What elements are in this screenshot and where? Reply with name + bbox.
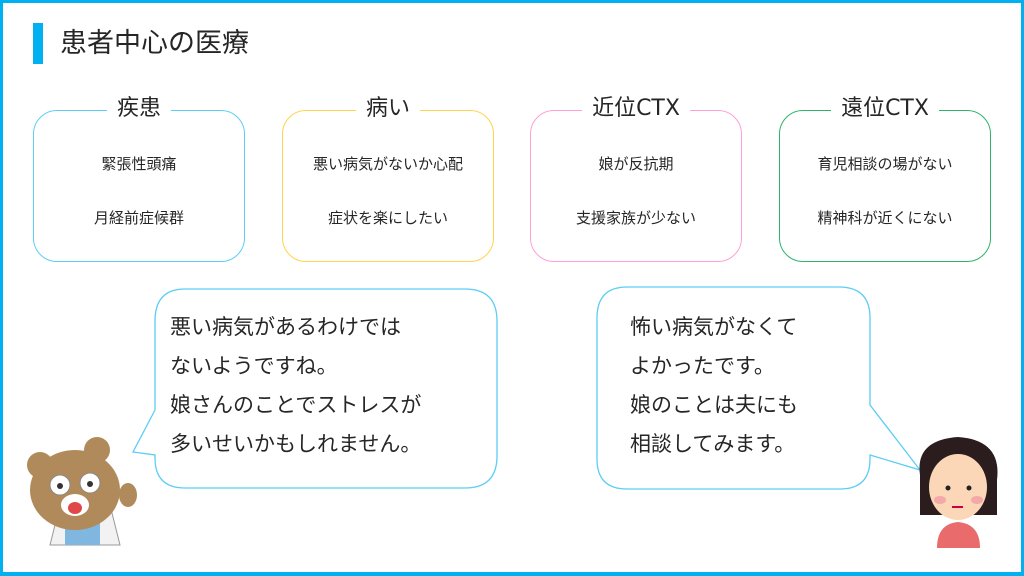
doctor-speech-bubble (131, 288, 498, 489)
speech-line: ないようですね。 (170, 354, 338, 378)
card-item: 月経前症候群 (93, 209, 184, 227)
patient-speech-bubble (596, 286, 922, 490)
speech-line: 娘さんのことでストレスが (170, 393, 422, 417)
speech-line: 多いせいかもしれません。 (170, 432, 422, 456)
doctor-bear-illustration (27, 437, 137, 546)
doctor-speech-text: 悪い病気があるわけでは ないようですね。 娘さんのことでストレスが 多いせいかも… (170, 308, 421, 464)
card-heading: 病い (355, 93, 421, 125)
title-accent-bar (33, 23, 43, 64)
card-distal-context: 遠位CTX 育児相談の場がない 精神科が近くにない (779, 93, 991, 262)
card-heading: 近位CTX (582, 93, 690, 125)
card-illness: 病い 悪い病気がないか心配 症状を楽にしたい (282, 93, 494, 262)
patient-speech-text: 怖い病気がなくて よかったです。 娘のことは夫にも 相談してみます。 (630, 308, 798, 464)
slide-title: 患者中心の医療 (60, 28, 249, 59)
card-item: 精神科が近くにない (817, 209, 953, 227)
card-heading: 遠位CTX (831, 93, 939, 125)
card-item: 育児相談の場がない (817, 155, 953, 173)
card-proximal-context: 近位CTX 娘が反抗期 支援家族が少ない (530, 93, 742, 262)
speech-line: 相談してみます。 (630, 432, 796, 456)
patient-woman-illustration (919, 437, 998, 548)
speech-line: 悪い病気があるわけでは (170, 315, 401, 339)
card-item: 娘が反抗期 (598, 155, 674, 173)
card-item: 支援家族が少ない (575, 209, 696, 227)
speech-line: よかったです。 (630, 354, 775, 378)
speech-line: 娘のことは夫にも (630, 393, 798, 417)
card-disease: 疾患 緊張性頭痛 月経前症候群 (33, 93, 245, 262)
card-item: 緊張性頭痛 (101, 155, 177, 173)
speech-line: 怖い病気がなくて (630, 315, 798, 339)
card-heading: 疾患 (106, 93, 172, 125)
card-item: 症状を楽にしたい (327, 209, 448, 227)
card-item: 悪い病気がないか心配 (312, 155, 463, 173)
